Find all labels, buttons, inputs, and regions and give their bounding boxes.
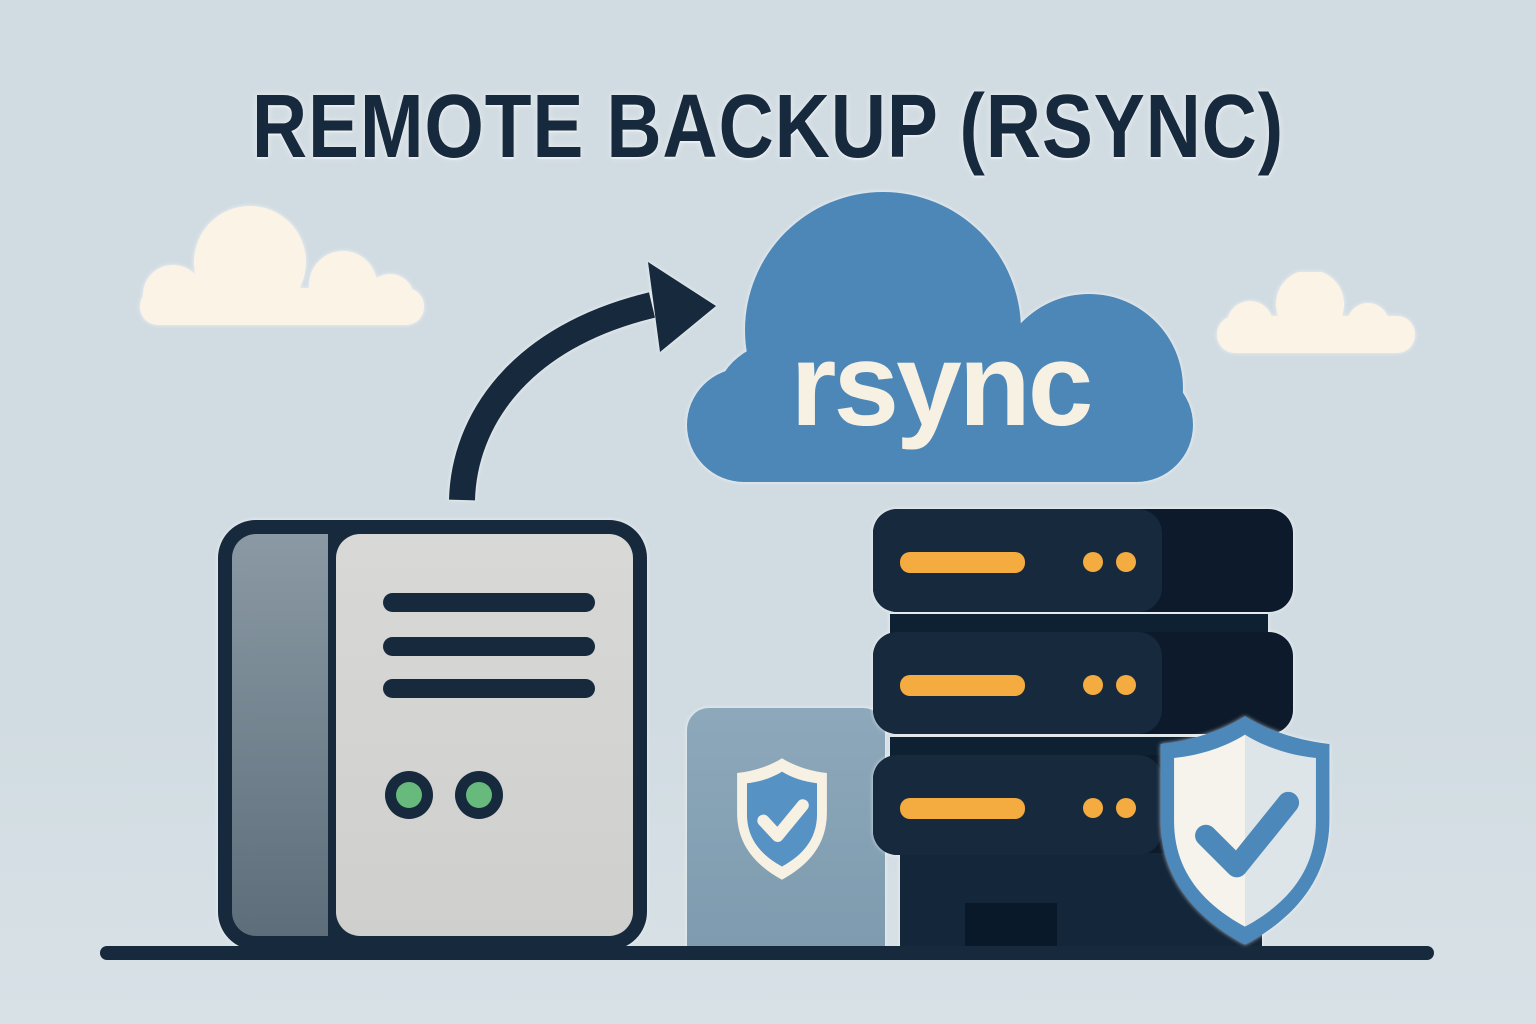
server-pedestal-notch — [965, 903, 1057, 948]
text-line — [383, 593, 595, 612]
status-led — [1116, 675, 1136, 695]
rsync-label: rsync — [790, 319, 1094, 451]
small-shield-check-icon — [737, 758, 827, 880]
cloud-left-icon — [140, 206, 424, 325]
text-line — [383, 637, 595, 656]
document-back-page — [232, 534, 328, 936]
rsync-cloud-icon — [687, 192, 1193, 482]
status-led — [1083, 798, 1103, 818]
status-led — [455, 771, 503, 819]
status-led — [1083, 675, 1103, 695]
status-led-core — [396, 782, 422, 808]
sync-arrow-icon — [449, 262, 716, 501]
source-document — [218, 520, 647, 950]
drive-slot — [900, 675, 1025, 696]
status-led — [1116, 798, 1136, 818]
status-led — [385, 771, 433, 819]
status-led — [1116, 552, 1136, 572]
security-shield-check-icon — [1160, 716, 1330, 945]
page-title: REMOTE BACKUP (RSYNC) — [251, 77, 1285, 177]
drive-slot — [900, 552, 1025, 573]
text-line — [383, 679, 595, 698]
drive-slot — [900, 798, 1025, 819]
server-connector — [890, 614, 1268, 636]
status-led — [1083, 552, 1103, 572]
status-led-core — [466, 782, 492, 808]
cloud-right-icon — [1217, 272, 1415, 353]
ground-line — [100, 946, 1434, 960]
